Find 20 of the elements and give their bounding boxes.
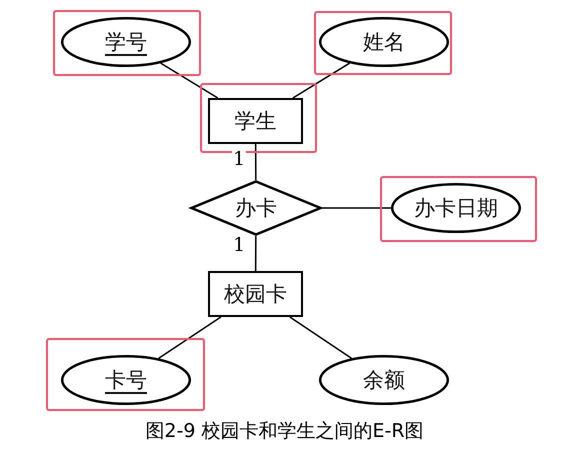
connector-line [158,316,222,359]
connector-line [292,62,350,99]
attribute-ellipse: 卡号 [61,355,191,405]
highlight-box [46,338,205,411]
entity-box: 学生 [208,98,303,144]
attribute-ellipse: 学号 [61,17,191,67]
figure-caption: 图2-9 校园卡和学生之间的E-R图 [145,420,424,442]
highlight-box [314,11,452,75]
entity-box: 校园卡 [208,271,303,317]
connector-line [254,236,257,271]
relationship-diamond: 办卡 [190,180,322,236]
connector-line [160,62,218,99]
attribute-ellipse: 姓名 [319,17,449,67]
connector-line [322,207,391,209]
highlight-box [53,10,201,76]
connector-line [254,144,257,180]
attribute-ellipse: 办卡日期 [391,183,521,233]
highlight-box [380,176,537,242]
attribute-ellipse: 余额 [319,355,449,405]
connector-line [289,316,352,359]
